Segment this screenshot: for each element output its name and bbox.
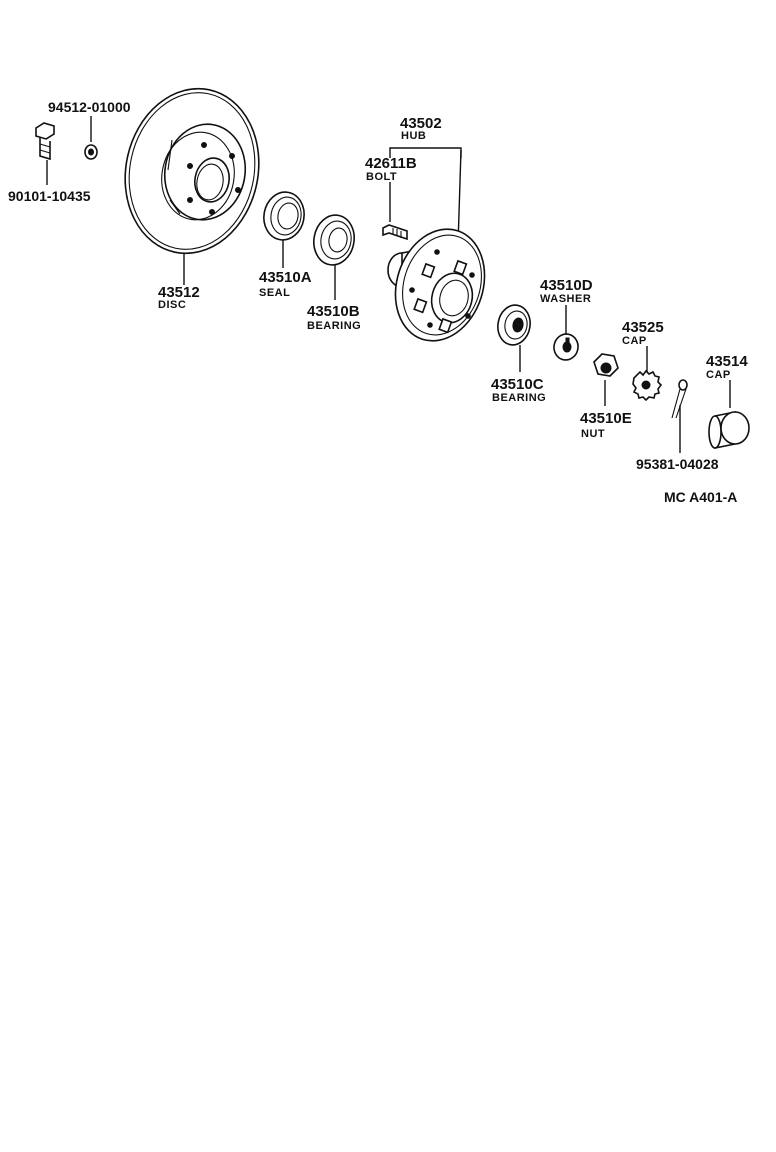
nut-part-name: NUT	[581, 428, 605, 440]
seal-part-number: 43510A	[259, 269, 312, 286]
disc-part-name: DISC	[158, 299, 186, 311]
grease-cap-part-number: 43514	[706, 353, 748, 370]
bearing-c-part-name: BEARING	[492, 392, 546, 404]
hub-bolt-drawing	[382, 224, 408, 241]
washer-drawing	[553, 333, 579, 361]
bearing-b-part-number: 43510B	[307, 303, 360, 320]
cotter-pin-part-number: 95381-04028	[636, 456, 719, 472]
washer-part-number: 43510D	[540, 277, 593, 294]
bearing-b-part-name: BEARING	[307, 320, 361, 332]
hub-leader	[457, 149, 462, 246]
small-washer-part-number: 94512-01000	[48, 99, 131, 115]
small-washer-drawing	[84, 144, 98, 160]
lock-cap-drawing	[632, 369, 663, 402]
inner-bearing-drawing	[313, 214, 355, 266]
nut-part-number: 43510E	[580, 410, 632, 427]
lock-cap-part-number: 43525	[622, 319, 664, 336]
disc-part-number: 43512	[158, 284, 200, 301]
wheel-hub-drawing	[387, 228, 486, 342]
screw-part-number: 90101-10435	[8, 188, 91, 204]
hub-nut-drawing	[593, 353, 619, 377]
lock-cap-part-name: CAP	[622, 335, 647, 347]
diagram-code: MC A401-A	[664, 489, 737, 505]
seal-part-name: SEAL	[259, 287, 290, 299]
brake-disc-drawing	[124, 87, 260, 255]
bearing-c-part-number: 43510C	[491, 376, 544, 393]
grease-cap-drawing	[708, 411, 750, 449]
bolt-part-name: BOLT	[366, 171, 397, 183]
screw-drawing	[35, 122, 55, 161]
seal-drawing	[263, 191, 305, 241]
grease-cap-part-name: CAP	[706, 369, 731, 381]
hub-part-name: HUB	[401, 130, 426, 142]
bolt-part-number: 42611B	[365, 155, 417, 172]
hub-part-number: 43502	[400, 115, 442, 132]
cotter-pin-drawing	[671, 379, 688, 419]
outer-bearing-drawing	[497, 304, 531, 346]
washer-part-name: WASHER	[540, 293, 591, 305]
